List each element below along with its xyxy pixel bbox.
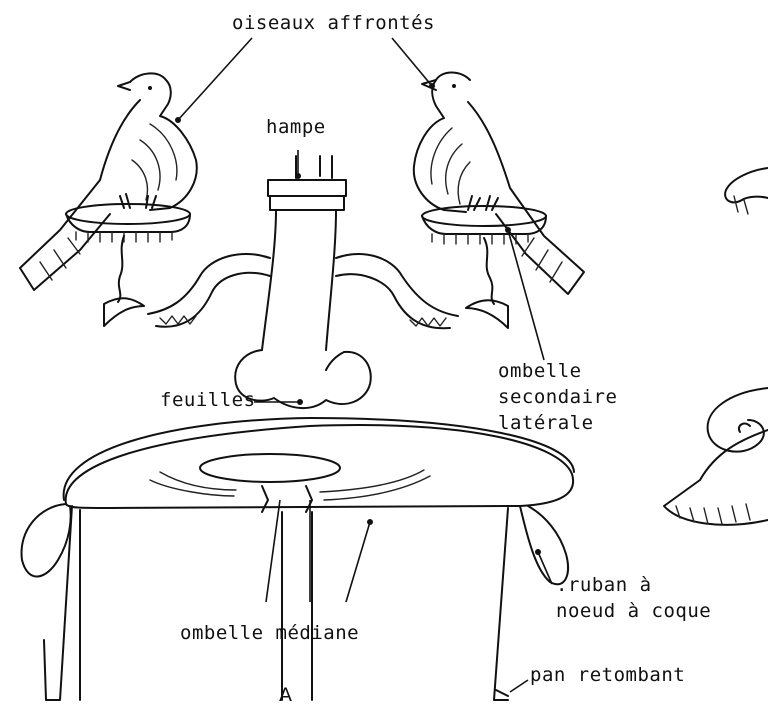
label-lateral-umbel-2: secondaire (498, 388, 617, 407)
right-edge-ornament-bottom (664, 388, 768, 525)
left-lateral-umbel (66, 204, 190, 326)
label-ribbon-2: noeud à coque (556, 602, 711, 621)
panel-letter: A (279, 686, 293, 705)
right-lateral-umbel (422, 206, 546, 328)
label-median-umbel: ombelle médiane (180, 624, 359, 643)
label-hanging-flap: pan retombant (530, 666, 685, 685)
left-bird (20, 73, 197, 290)
label-shaft: hampe (266, 118, 326, 137)
right-edge-ornament-top (725, 168, 768, 214)
label-lateral-umbel-1: ombelle (498, 362, 582, 381)
left-ribbon (22, 504, 80, 700)
label-birds: oiseaux affrontés (232, 14, 435, 33)
left-branch (148, 254, 270, 327)
central-shaft (235, 156, 371, 408)
label-ribbon-1: .ruban à (556, 576, 652, 595)
label-leaves: feuilles (160, 391, 256, 410)
leader-lines (175, 38, 552, 692)
label-lateral-umbel-3: latérale (498, 414, 594, 433)
right-branch (336, 254, 458, 328)
right-bird (414, 73, 584, 295)
